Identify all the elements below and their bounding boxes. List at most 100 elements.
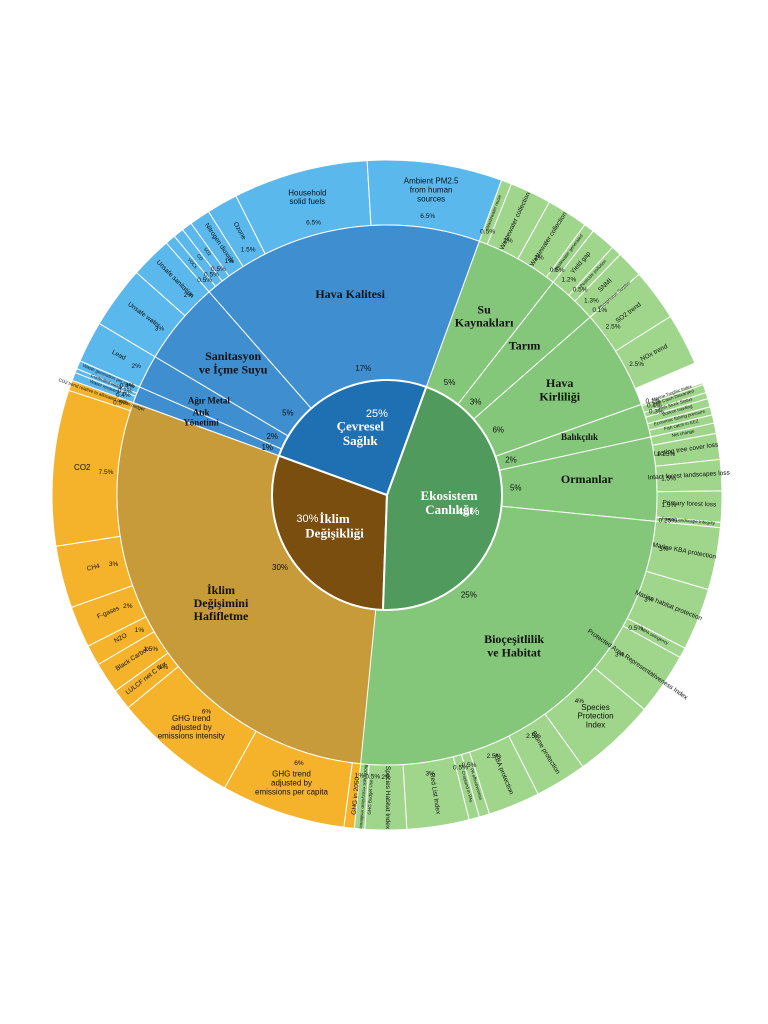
indicator-value-waste-recovery: 0.4% xyxy=(116,392,131,399)
indicator-value-forest-landscape-integrity: 0.25% xyxy=(659,517,678,524)
indicator-value-pa-effectiveness: 0.5% xyxy=(462,762,477,769)
indicator-value-wastewater-reuse: 0.5% xyxy=(480,229,495,236)
indicator-value-fish-catch-discarded: 0.4% xyxy=(647,402,662,409)
category-value-ekosistem-canliligi: 45% xyxy=(457,506,479,518)
category-value-iklim-degisikligi: 30% xyxy=(296,513,318,525)
indicator-value-ghg-trend-adjusted-by-emissions-per-capita: 6% xyxy=(294,760,304,767)
issue-value-hava-kalitesi: 17% xyxy=(355,364,371,373)
indicator-value-so2-trend: 2.5% xyxy=(606,323,621,330)
issue-value-iklim-degisimini-hafifletme: 30% xyxy=(272,563,288,572)
indicator-value-fish-stock-status: 0.3% xyxy=(649,408,664,415)
issue-value-balikcilik: 2% xyxy=(505,455,517,464)
indicator-value-snmi: 1.3% xyxy=(584,298,599,305)
indicator-value-lead: 2% xyxy=(131,363,141,370)
indicator-value-so2: 0.5% xyxy=(211,266,226,273)
indicator-value-lasting-tree-cover-loss: 1.25% xyxy=(657,451,676,458)
issue-label-balikcilik: Balıkçılık xyxy=(561,432,598,442)
issue-label-tarim: Tarım xyxy=(509,339,541,353)
indicator-value-marine-kba-protection: 3% xyxy=(659,546,669,553)
issue-label-agir-metal: Ağır Metal xyxy=(188,395,231,405)
indicator-value-cropland-in-pas: 0.5% xyxy=(453,764,468,771)
issue-value-sanitasyon-ve-icme-suyu: 5% xyxy=(282,408,294,417)
indicator-value-unsafe-water: 3% xyxy=(155,325,165,332)
indicator-value-species-habitat-index: 2% xyxy=(381,774,391,781)
indicator-value-controlled-waste: 0.2% xyxy=(118,387,133,394)
indicator-value-nitrogen-dioxide: 1% xyxy=(225,258,235,265)
category-slice-cevresel-saglik xyxy=(277,379,428,497)
indicator-value-nox-trend: 2.5% xyxy=(629,361,644,368)
indicator-label-forest-landscape-integrity: Forest Landscape Integrity xyxy=(662,516,716,526)
indicator-value-species-protection-index: 4% xyxy=(575,698,585,705)
indicator-value-ghg-budget-use: 0.5% xyxy=(365,774,380,781)
indicator-value-co: 0.5% xyxy=(204,271,219,278)
indicator-value-ch4: 3% xyxy=(109,561,119,568)
indicator-value-vocs: 0.5% xyxy=(197,277,212,284)
indicator-value-waste-generation-per-capita: 0.4% xyxy=(120,382,135,389)
indicator-value-primary-forest-loss: 1.5% xyxy=(661,502,676,509)
indicator-value-intact-forest-landscapes-loss: 1.5% xyxy=(661,475,676,482)
category-value-cevresel-saglik: 25% xyxy=(366,408,388,420)
issue-value-ormanlar: 5% xyxy=(510,483,522,492)
indicator-value-wastewater-collection: 2% xyxy=(503,237,513,244)
indicator-value-ambient-pm2-5-from-human-sources: 6.5% xyxy=(420,213,435,220)
indicator-value-co2: 7.5% xyxy=(99,469,114,476)
indicator-value-marine-habitat-protection: 3% xyxy=(644,597,654,604)
issue-label-ormanlar: Ormanlar xyxy=(561,472,614,486)
indicator-value-ghg-in-2050: 1% xyxy=(355,773,365,780)
indicator-label-ch4: CH4 xyxy=(86,563,101,573)
indicator-label-co: CO xyxy=(196,253,204,262)
indicator-value-biome-protection: 2.5% xyxy=(526,733,541,740)
indicator-label-bioclimatic-ecosystem-resilience: Bioclimatic ecosystem resilience xyxy=(359,764,369,829)
indicator-value-lulcf-net-c-flux: 1% xyxy=(159,664,169,671)
indicator-value-household-solid-fuels: 6.5% xyxy=(306,220,321,227)
indicator-value-protected-area-representativeness-index: 3% xyxy=(615,651,625,658)
issue-label-hava-kalitesi: Hava Kalitesi xyxy=(315,287,385,301)
indicator-value-mpa-stringency: 0.5% xyxy=(628,625,643,632)
indicator-value-wastewater-collection: 2% xyxy=(534,254,544,261)
issue-value-tarim: 3% xyxy=(470,397,482,406)
indicator-label-ghg-budget-use: GHG Budget Use xyxy=(367,779,374,815)
issue-value-su-kaynaklari: 5% xyxy=(444,378,456,387)
indicator-value-co2-trend-relative-to-allocated-carbon-budget: 0.5% xyxy=(113,400,128,407)
indicator-value-black-carbon: 1.5% xyxy=(143,646,158,653)
indicator-value-kba-protection: 2.5% xyxy=(487,753,502,760)
indicator-value-phosphorus-surplus: 0.1% xyxy=(592,307,607,314)
indicator-label-co2: CO2 xyxy=(74,463,91,472)
indicator-value-wastewater-generated: 0.5% xyxy=(550,267,565,274)
category-slice-ekosistem-canliligi xyxy=(381,385,504,611)
issue-value-biocesitlilik-ve-habitat: 25% xyxy=(461,591,477,600)
indicator-value-yield-gap: 1.2% xyxy=(561,276,576,283)
indicator-label-so2: SO2 xyxy=(203,246,213,257)
indicator-value-red-list-index: 3% xyxy=(425,771,435,778)
indicator-label-ghg-in-2050: GHG in 2050 xyxy=(351,776,362,815)
indicator-value-f-gases: 2% xyxy=(123,603,133,610)
indicator-label-net-change: Net change xyxy=(671,428,695,438)
indicator-label-species-habitat-index: Species Habitat Index xyxy=(384,766,391,830)
indicator-value-ghg-trend-adjusted-by-emissions-intensity: 6% xyxy=(202,709,212,716)
issue-value-atik-yonetimi: 1% xyxy=(261,443,273,452)
indicator-value-marine-trophic-index: 0.1% xyxy=(646,398,661,405)
issue-value-hava-kirliligi: 6% xyxy=(492,426,504,435)
indicator-value-pesticide-pollution: 0.5% xyxy=(573,286,588,293)
indicator-value-unsafe-sanitation: 2% xyxy=(184,292,194,299)
indicator-label-primary-forest-loss: Primary forest loss xyxy=(662,500,717,509)
category-slice-iklim-degisikligi xyxy=(271,454,389,611)
indicator-label-intact-forest-landscapes-loss: Intact forest landscapes loss xyxy=(648,470,731,482)
indicator-value-n2o: 1% xyxy=(135,627,145,634)
issue-value-agir-metal: 2% xyxy=(266,432,278,441)
